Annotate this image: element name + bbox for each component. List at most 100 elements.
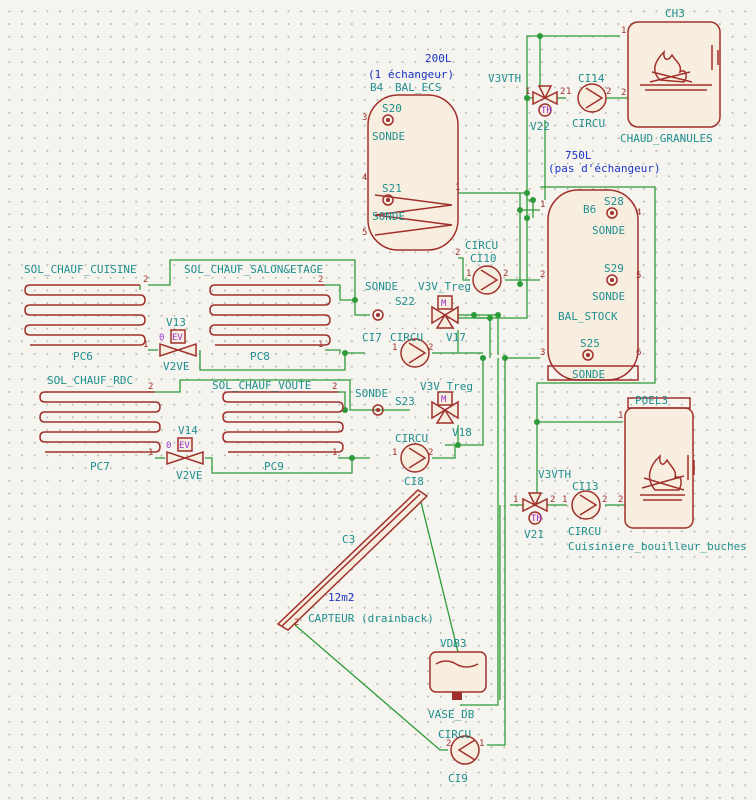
svg-text:PC6: PC6: [73, 350, 93, 363]
svg-text:2: 2: [318, 275, 323, 285]
svg-text:B6: B6: [583, 203, 596, 216]
wood-stove[interactable]: 1 2 POEL3 Cuisiniere_bouilleur_buches: [568, 394, 747, 553]
svg-text:SONDE: SONDE: [592, 290, 625, 303]
svg-text:2: 2: [332, 382, 337, 392]
sensor-s20: S20 SONDE: [372, 102, 405, 143]
svg-text:M: M: [441, 299, 447, 309]
valve-v14[interactable]: EV 0 V14 V2VE: [166, 424, 204, 482]
svg-text:EV: EV: [172, 333, 183, 343]
svg-text:SOL_CHAUF_VOUTE: SOL_CHAUF_VOUTE: [212, 379, 311, 392]
svg-text:5: 5: [636, 271, 641, 281]
ch3-ref: CH3: [665, 7, 685, 20]
svg-text:12m2: 12m2: [328, 591, 355, 604]
svg-text:S20: S20: [382, 102, 402, 115]
svg-text:5: 5: [362, 228, 367, 238]
sensor-s22: S22 SONDE: [365, 280, 415, 321]
svg-text:S25: S25: [580, 337, 600, 350]
svg-text:SONDE: SONDE: [372, 210, 405, 223]
pump-ci13[interactable]: 1 2 CI13 CIRCU: [562, 480, 607, 538]
svg-text:1: 1: [618, 411, 623, 421]
svg-text:(pas d'échangeur): (pas d'échangeur): [548, 162, 661, 175]
svg-text:4: 4: [636, 208, 641, 218]
buffer-tank[interactable]: 1 2 3 4 5 6 750L (pas d'échangeur) B6 BA…: [540, 149, 661, 381]
svg-text:1: 1: [392, 448, 397, 458]
svg-text:3: 3: [540, 348, 545, 358]
svg-text:B4: B4: [370, 81, 384, 94]
svg-text:1: 1: [318, 340, 323, 350]
svg-text:2: 2: [148, 382, 153, 392]
svg-text:4: 4: [362, 173, 367, 183]
floor-heating-pc8[interactable]: 2 1 SOL_CHAUF_SALON&ETAGE PC8: [184, 263, 331, 363]
svg-text:S21: S21: [382, 182, 402, 195]
svg-text:CI13: CI13: [572, 480, 599, 493]
pump-ci8[interactable]: 1 2 CIRCU CI8: [392, 432, 433, 488]
svg-text:2: 2: [294, 618, 299, 628]
svg-text:CIRCU: CIRCU: [395, 432, 428, 445]
solar-collector[interactable]: 2 C3 12m2 CAPTEUR (drainback): [276, 489, 434, 631]
floor-heating-pc7[interactable]: 2 1 SOL_CHAUF_RDC PC7: [39, 374, 161, 473]
svg-text:2: 2: [143, 275, 148, 285]
svg-text:CIRCU: CIRCU: [568, 525, 601, 538]
svg-text:1: 1: [479, 739, 484, 749]
svg-text:V2VE: V2VE: [176, 469, 203, 482]
svg-text:SONDE: SONDE: [592, 224, 625, 237]
svg-text:V14: V14: [178, 424, 198, 437]
svg-text:SONDE: SONDE: [372, 130, 405, 143]
pellet-boiler[interactable]: 1 2 CH3 CHAUD_GRANULES: [620, 7, 721, 145]
valve-v21[interactable]: TH 1 2 V3VTH V21: [513, 468, 571, 541]
dhw-tank[interactable]: 3 4 5 1 2 200L (1 échangeur) B4 BAL_ECS: [362, 52, 460, 258]
floor-heating-pc6[interactable]: 2 1 SOL_CHAUF_CUISINE PC6: [24, 263, 148, 363]
svg-text:S29: S29: [604, 262, 624, 275]
svg-text:V13: V13: [166, 316, 186, 329]
valve-v17[interactable]: M V3V_Treg V17: [418, 280, 471, 344]
svg-text:0: 0: [159, 333, 164, 343]
svg-text:750L: 750L: [565, 149, 592, 162]
svg-text:CI9: CI9: [448, 772, 468, 785]
svg-text:1: 1: [513, 495, 518, 505]
svg-text:V17: V17: [446, 331, 466, 344]
svg-text:S23: S23: [395, 395, 415, 408]
svg-text:2: 2: [621, 88, 626, 98]
svg-text:SOL_CHAUF_CUISINE: SOL_CHAUF_CUISINE: [24, 263, 137, 276]
svg-text:PC7: PC7: [90, 460, 110, 473]
svg-text:1: 1: [540, 200, 545, 210]
svg-text:S28: S28: [604, 195, 624, 208]
svg-text:TH: TH: [531, 514, 542, 524]
svg-text:1: 1: [621, 26, 626, 36]
svg-text:6: 6: [636, 348, 641, 358]
svg-text:VASE_DB: VASE_DB: [428, 708, 475, 721]
svg-text:1: 1: [466, 269, 471, 279]
drainback-tank[interactable]: VDB3 VASE_DB: [428, 637, 487, 721]
svg-text:2: 2: [606, 87, 611, 97]
svg-text:2: 2: [550, 495, 555, 505]
pump-ci14[interactable]: 1 2 CI14 CIRCU: [566, 72, 611, 130]
svg-text:2: 2: [446, 739, 451, 749]
svg-text:V2VE: V2VE: [163, 360, 190, 373]
svg-text:2: 2: [602, 495, 607, 505]
svg-text:1: 1: [455, 183, 460, 193]
svg-text:1: 1: [143, 340, 148, 350]
valve-v22[interactable]: TH 1 2 V3VTH V22: [488, 72, 565, 133]
svg-text:CI10: CI10: [470, 252, 497, 265]
svg-text:S22: S22: [395, 295, 415, 308]
svg-text:2: 2: [428, 448, 433, 458]
ch3-value: CHAUD_GRANULES: [620, 132, 713, 145]
pump-ci9[interactable]: 2 1 CIRCU CI9: [438, 728, 484, 785]
svg-text:SONDE: SONDE: [572, 368, 605, 381]
valve-v13[interactable]: EV 0 V13 V2VE: [159, 316, 197, 373]
pump-ci10[interactable]: 1 2 CIRCU CI10: [465, 239, 508, 295]
svg-text:SONDE: SONDE: [365, 280, 398, 293]
pump-ci7[interactable]: 1 2 CI7 CIRCU: [362, 331, 433, 368]
svg-text:CI8: CI8: [404, 475, 424, 488]
svg-text:V3V_Treg: V3V_Treg: [418, 280, 471, 293]
svg-text:2: 2: [503, 269, 508, 279]
svg-text:2: 2: [560, 87, 565, 97]
svg-text:1: 1: [525, 87, 530, 97]
svg-text:2: 2: [428, 343, 433, 353]
sensor-s25: S25 SONDE: [572, 337, 605, 381]
valve-v18[interactable]: M V3V_Treg V18: [420, 380, 473, 439]
floor-heating-pc9[interactable]: 2 1 SOL_CHAUF_VOUTE PC9: [212, 379, 344, 473]
svg-text:V3VTH: V3VTH: [538, 468, 571, 481]
svg-text:V21: V21: [524, 528, 544, 541]
